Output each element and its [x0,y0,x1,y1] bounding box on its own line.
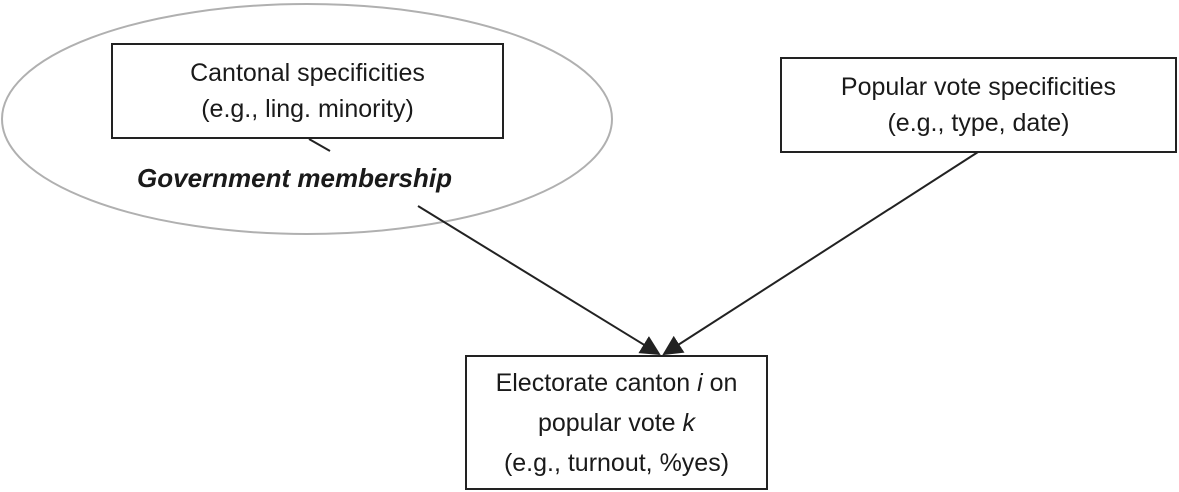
electorate-box: Electorate canton i on popular vote k (e… [465,355,768,490]
moderator-tick [308,138,331,152]
electorate-index-k: k [682,408,696,437]
popular-vote-specificities-box: Popular vote specificities (e.g., type, … [780,57,1177,153]
electorate-line2-text: popular vote [537,408,683,437]
electorate-line1-end: on [702,368,738,397]
arrow-popular-vote-to-electorate [662,151,979,356]
government-membership-label: Government membership [137,163,452,193]
electorate-index-i: i [697,368,703,397]
cantonal-line2: (e.g., ling. minority) [201,95,414,123]
electorate-line3: (e.g., turnout, %yes) [503,448,730,477]
electorate-line1: Electorate canton i on [496,363,738,403]
electorate-line1-text: Electorate canton [495,368,698,397]
popular-vote-line2: (e.g., type, date) [887,109,1070,137]
cantonal-specificities-box: Cantonal specificities (e.g., ling. mino… [111,43,504,139]
cantonal-line1: Cantonal specificities [190,59,425,87]
popular-vote-line1: Popular vote specificities [840,73,1117,101]
arrow-cantonal-to-electorate [417,205,661,356]
electorate-line2: popular vote k [538,403,695,443]
moderation-ellipse [1,3,613,235]
